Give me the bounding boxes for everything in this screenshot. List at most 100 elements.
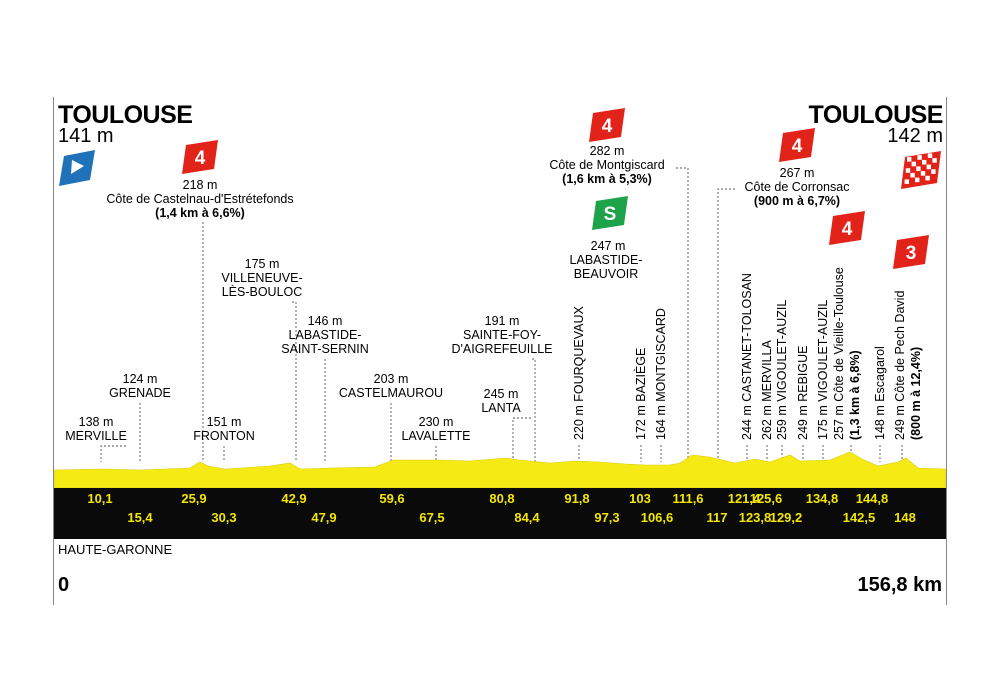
start-altitude: 141 m xyxy=(58,125,114,147)
vertical-town-label: 249 m REBIGUE xyxy=(796,346,810,440)
town-label: D'AIGREFEUILLE xyxy=(451,342,552,356)
right-frame-line xyxy=(946,97,947,605)
vertical-town-label: 164 m MONTGISCARD xyxy=(654,308,668,440)
town-label: VILLENEUVE- xyxy=(221,271,302,285)
sprint-town: LABASTIDE- xyxy=(570,253,643,267)
vertical-town-label: 262 m MERVILLA xyxy=(760,340,774,440)
climb-name: Côte de Montgiscard xyxy=(549,158,664,172)
km-marker: 121,4 xyxy=(728,491,761,506)
km-marker: 148 xyxy=(894,510,916,525)
left-frame-line xyxy=(53,97,54,605)
finish-altitude: 142 m xyxy=(887,125,943,147)
category-badges: 4 4 4 4 3 S xyxy=(182,108,929,269)
category-number: 4 xyxy=(602,116,613,137)
vertical-town-labels: 220 m FOURQUEVAUX 172 m BAZIÈGE 164 m MONT… xyxy=(572,273,887,440)
km-marker: 84,4 xyxy=(514,510,540,525)
km-marker: 125,6 xyxy=(750,491,783,506)
climb-name: Côte de Corronsac xyxy=(745,180,850,194)
km-marker: 67,5 xyxy=(419,510,444,525)
elevation-profile xyxy=(53,451,947,489)
km-marker: 47,9 xyxy=(311,510,336,525)
sprint-town: BEAUVOIR xyxy=(574,267,639,281)
town-label: 203 m xyxy=(374,372,409,386)
town-label: LÈS-BOULOC xyxy=(222,284,303,299)
town-label: 124 m xyxy=(123,372,158,386)
km-marker: 15,4 xyxy=(127,510,153,525)
category-number: 4 xyxy=(195,148,206,169)
town-label: GRENADE xyxy=(109,386,171,400)
sprint-badge: S xyxy=(592,196,628,230)
vertical-town-label: 244 m CASTANET-TOLOSAN xyxy=(740,273,754,440)
category-number: S xyxy=(604,204,617,225)
km-marker: 117 xyxy=(707,510,728,525)
finish-city: TOULOUSE xyxy=(808,101,944,129)
town-label: 151 m xyxy=(207,415,242,429)
climb-stats: (1,4 km à 6,6%) xyxy=(155,206,245,220)
km-marker: 103 xyxy=(629,491,651,506)
town-label: 191 m xyxy=(485,314,520,328)
town-label: FRONTON xyxy=(193,429,255,443)
category-number: 4 xyxy=(842,219,853,240)
climb-category-badge: 3 xyxy=(893,235,929,269)
climb-name: Côte de Castelnau-d'Estrétefonds xyxy=(106,192,293,206)
town-label: 138 m xyxy=(79,415,114,429)
region-label: HAUTE-GARONNE xyxy=(58,542,173,557)
km-marker: 80,8 xyxy=(489,491,514,506)
climb-altitude: 282 m xyxy=(590,144,625,158)
sprint-altitude: 247 m xyxy=(591,239,626,253)
km-markers: 10,1 15,4 25,9 30,3 42,9 47,9 59,6 67,5 80,884,4… xyxy=(87,491,916,525)
town-label: LAVALETTE xyxy=(401,429,470,443)
category-number: 4 xyxy=(792,136,803,157)
vertical-town-label: 259 m VIGOULET-AUZIL xyxy=(775,300,789,440)
vertical-town-label: 175 m VIGOULET-AUZIL xyxy=(816,300,830,440)
climb-stats: (800 m à 12,4%) xyxy=(909,347,923,440)
vertical-town-label: 220 m FOURQUEVAUX xyxy=(572,306,586,440)
vertical-town-label: 172 m BAZIÈGE xyxy=(633,348,648,440)
climb-label: 257 m Côte de Vieille-Toulouse xyxy=(832,267,846,440)
distance-band xyxy=(54,488,946,539)
climb-stats: (1,3 km à 6,8%) xyxy=(848,350,862,440)
km-marker: 97,3 xyxy=(594,510,619,525)
start-city: TOULOUSE xyxy=(58,101,193,129)
climb-stats: (1,6 km à 5,3%) xyxy=(562,172,652,186)
town-label: SAINTE-FOY- xyxy=(463,328,541,342)
town-label: LANTA xyxy=(481,401,521,415)
km-marker: 42,9 xyxy=(281,491,306,506)
town-label: CASTELMAUROU xyxy=(339,386,443,400)
climb-label: 249 m Côte de Pech David xyxy=(893,291,907,440)
km-marker: 144,8 xyxy=(856,491,889,506)
km-marker: 30,3 xyxy=(211,510,236,525)
town-label: LABASTIDE- xyxy=(289,328,362,342)
km-marker: 91,8 xyxy=(564,491,589,506)
town-label: 146 m xyxy=(308,314,343,328)
climb-category-badge: 4 xyxy=(182,140,218,174)
category-number: 3 xyxy=(906,243,917,264)
town-label: SAINT-SERNIN xyxy=(281,342,369,356)
km-marker: 10,1 xyxy=(87,491,112,506)
km-marker: 123,8 xyxy=(739,510,772,525)
km-marker: 25,9 xyxy=(181,491,206,506)
climb-category-badge: 4 xyxy=(589,108,625,142)
km-marker: 59,6 xyxy=(379,491,404,506)
distance-total: 156,8 km xyxy=(857,574,942,596)
climb-altitude: 267 m xyxy=(780,166,815,180)
town-label: MERVILLE xyxy=(65,429,127,443)
km-marker: 106,6 xyxy=(641,510,674,525)
climb-stats: (900 m à 6,7%) xyxy=(754,194,840,208)
climb-altitude: 218 m xyxy=(183,178,218,192)
start-flag-icon xyxy=(59,150,95,186)
climb-category-badge: 4 xyxy=(829,211,865,245)
vertical-town-label: 148 m Escagarol xyxy=(873,346,887,440)
town-label: 175 m xyxy=(245,257,280,271)
finish-flag-icon xyxy=(901,151,941,189)
km-marker: 142,5 xyxy=(843,510,876,525)
km-marker: 129,2 xyxy=(770,510,803,525)
town-label: 245 m xyxy=(484,387,519,401)
climb-category-badge: 4 xyxy=(779,128,815,162)
km-marker: 111,6 xyxy=(672,491,703,506)
town-label: 230 m xyxy=(419,415,454,429)
km-marker: 134,8 xyxy=(806,491,839,506)
